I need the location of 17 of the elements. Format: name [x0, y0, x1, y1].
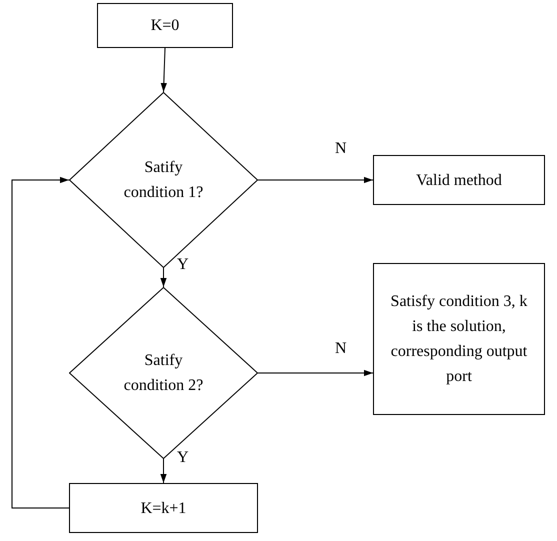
arrow: [12, 176, 70, 508]
process-box: [69, 483, 258, 533]
decision-diamond: [69, 92, 258, 268]
process-box: [97, 3, 233, 48]
node-text: Valid method: [416, 170, 502, 190]
node-text: Satify condition 2?: [122, 351, 204, 396]
arrow: [160, 268, 167, 288]
arrow: [160, 458, 167, 484]
arrow: [258, 176, 374, 184]
node-text: K=0: [150, 16, 180, 36]
node-text: Satisfy condition 3, k is the solution, corresponding output port: [390, 292, 528, 387]
node-text: Satify condition 1?: [122, 158, 204, 203]
process-box: [373, 155, 545, 205]
arrow: [160, 48, 167, 92]
process-box: [373, 263, 545, 415]
node-text: K=k+1: [140, 498, 186, 518]
arrow: [258, 370, 374, 376]
